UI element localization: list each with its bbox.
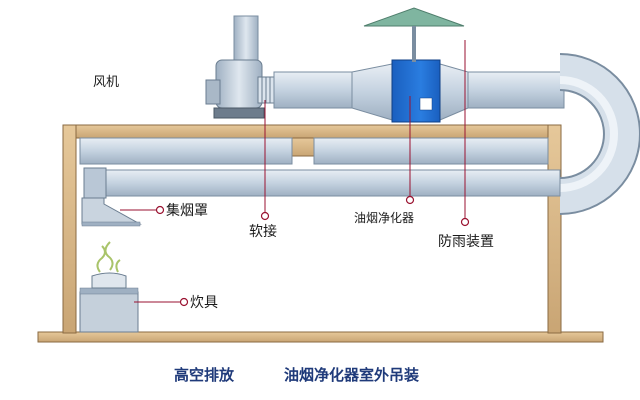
rain-cover bbox=[363, 7, 465, 27]
purifier-panel bbox=[419, 97, 433, 111]
ceiling-notch bbox=[291, 137, 315, 157]
fan-body bbox=[215, 59, 263, 109]
caption-part2: 油烟净化器室外吊装 bbox=[284, 366, 420, 384]
label-hood: 集烟罩 bbox=[166, 202, 208, 219]
ceiling-duct-right bbox=[313, 137, 549, 165]
label-purifier: 油烟净化器 bbox=[354, 211, 414, 225]
ceiling-duct bbox=[79, 137, 293, 165]
purifier-inlet bbox=[351, 63, 393, 121]
fan-base bbox=[213, 107, 265, 119]
label-fan: 风机 bbox=[93, 75, 119, 90]
roof-slab bbox=[62, 124, 562, 139]
return-bend-shine bbox=[559, 76, 618, 192]
label-flex-joint: 软接 bbox=[249, 223, 277, 240]
purifier-box bbox=[391, 59, 441, 123]
ground-slab bbox=[37, 331, 604, 343]
label-stove: 炊具 bbox=[190, 295, 218, 311]
stove-group bbox=[79, 241, 139, 333]
lower-duct bbox=[103, 169, 561, 197]
left-wall bbox=[62, 124, 77, 334]
return-bend-highlight bbox=[559, 55, 639, 213]
fan-motor bbox=[205, 79, 221, 105]
smoke-hood bbox=[81, 197, 142, 225]
leader-dots bbox=[155, 195, 470, 307]
leader-lines bbox=[120, 40, 466, 303]
purifier-outlet bbox=[439, 63, 469, 121]
lower-duct-end bbox=[83, 167, 107, 199]
caption-part1: 高空排放 bbox=[174, 366, 235, 384]
right-wall bbox=[547, 124, 562, 334]
label-rain-cover: 防雨装置 bbox=[438, 234, 494, 250]
hood-lip bbox=[81, 221, 141, 227]
flex-joint bbox=[257, 76, 275, 104]
